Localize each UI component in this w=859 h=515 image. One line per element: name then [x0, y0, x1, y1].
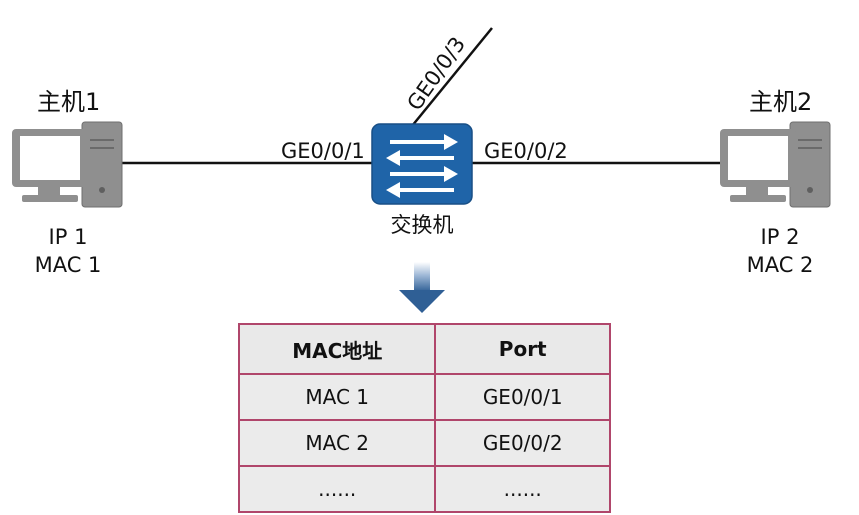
host2-computer-icon — [720, 121, 831, 208]
mac-address-table: MAC地址 Port MAC 1 GE0/0/1 MAC 2 GE0/0/2 .… — [237, 323, 611, 513]
column-header-port: Port — [434, 323, 611, 375]
table-row: MAC 2 GE0/0/2 — [237, 419, 611, 467]
switch-icon — [371, 123, 473, 205]
host2-ip: IP 2 — [760, 225, 800, 249]
table-header-row: MAC地址 Port — [237, 323, 611, 375]
table-cell-port: ...... — [434, 465, 611, 513]
down-arrow-icon — [399, 262, 445, 313]
table-cell-mac: ...... — [237, 465, 437, 513]
table-cell-port: GE0/0/2 — [434, 419, 611, 467]
port-label-ge003: GE0/0/3 — [402, 32, 470, 114]
table-cell-mac: MAC 2 — [237, 419, 437, 467]
port-label-ge002: GE0/0/2 — [484, 139, 568, 163]
switch-label: 交换机 — [390, 213, 454, 237]
host1-mac: MAC 1 — [34, 253, 102, 277]
table-row: ...... ...... — [237, 465, 611, 513]
column-header-mac: MAC地址 — [237, 323, 437, 375]
port-label-ge001: GE0/0/1 — [281, 139, 365, 163]
table-row: MAC 1 GE0/0/1 — [237, 373, 611, 421]
host2-mac: MAC 2 — [746, 253, 814, 277]
host1-ip: IP 1 — [48, 225, 88, 249]
table-cell-mac: MAC 1 — [237, 373, 437, 421]
host2-title: 主机2 — [749, 88, 813, 116]
link-uplink-ge003 — [411, 27, 493, 127]
host1-title: 主机1 — [37, 88, 101, 116]
host1-computer-icon — [12, 121, 123, 208]
table-cell-port: GE0/0/1 — [434, 373, 611, 421]
